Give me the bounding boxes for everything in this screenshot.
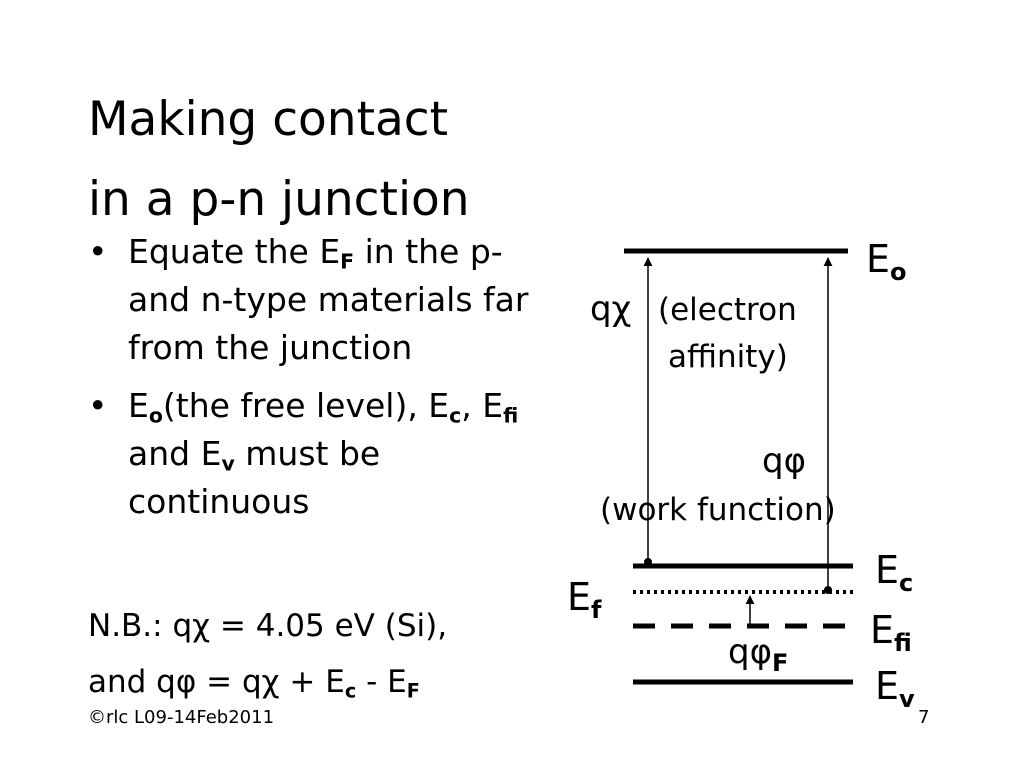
subscript: v — [221, 451, 235, 476]
label-electron-affinity-1: (electron — [658, 292, 797, 328]
nb-note: N.B.: qχ = 4.05 eV (Si), — [88, 608, 448, 644]
slide-title: Making contact in a p-n junction — [88, 80, 470, 240]
bullet-marker: • — [88, 386, 108, 425]
subscript: o — [148, 403, 163, 428]
bullet-text: must be continuous — [128, 434, 381, 521]
label-ev: Ev — [875, 664, 915, 713]
bullet-text: and E — [128, 434, 222, 473]
arrow-origin-dot — [644, 558, 652, 566]
label-electron-affinity-2: affinity) — [668, 339, 788, 375]
label-ef: Ef — [567, 575, 602, 624]
bullet-text: , E — [461, 386, 504, 425]
subscript: c — [344, 679, 357, 703]
label-ec: Ec — [875, 548, 913, 597]
relation-text: and qφ = qχ + E — [88, 664, 345, 700]
arrow-origin-dot — [824, 586, 832, 594]
bullet-equate-ef: • Equate the EF in the p- and n-type mate… — [88, 228, 558, 372]
label-qchi: qχ — [590, 289, 631, 329]
bullet-text: Equate the E — [128, 232, 341, 271]
label-work-function: (work function) — [600, 492, 836, 528]
subscript: F — [340, 249, 355, 274]
bullet-text: in the p- and n-type materials far from … — [128, 232, 529, 367]
label-eo: Eo — [866, 237, 907, 286]
title-line-1: Making contact — [88, 92, 449, 147]
bullet-marker: • — [88, 232, 108, 271]
relation-text: - E — [356, 664, 407, 700]
subscript: fi — [503, 403, 519, 428]
label-efi: Efi — [870, 608, 912, 657]
page-number: 7 — [918, 707, 930, 728]
title-line-2: in a p-n junction — [88, 172, 470, 227]
bullet-text: E — [128, 386, 149, 425]
label-qphi-f: qφF — [728, 632, 788, 677]
label-qphi: qφ — [762, 441, 806, 481]
bullet-continuous-levels: • Eo(the free level), Ec, Efi and Ev must… — [88, 382, 558, 526]
bullet-text: (the free level), E — [162, 386, 450, 425]
bullet-list: • Equate the EF in the p- and n-type mate… — [88, 228, 558, 536]
subscript: c — [449, 403, 462, 428]
footer-copyright: ©rlc L09-14Feb2011 — [88, 707, 275, 728]
work-function-relation: and qφ = qχ + Ec - EF — [88, 662, 420, 702]
subscript: F — [406, 679, 420, 703]
